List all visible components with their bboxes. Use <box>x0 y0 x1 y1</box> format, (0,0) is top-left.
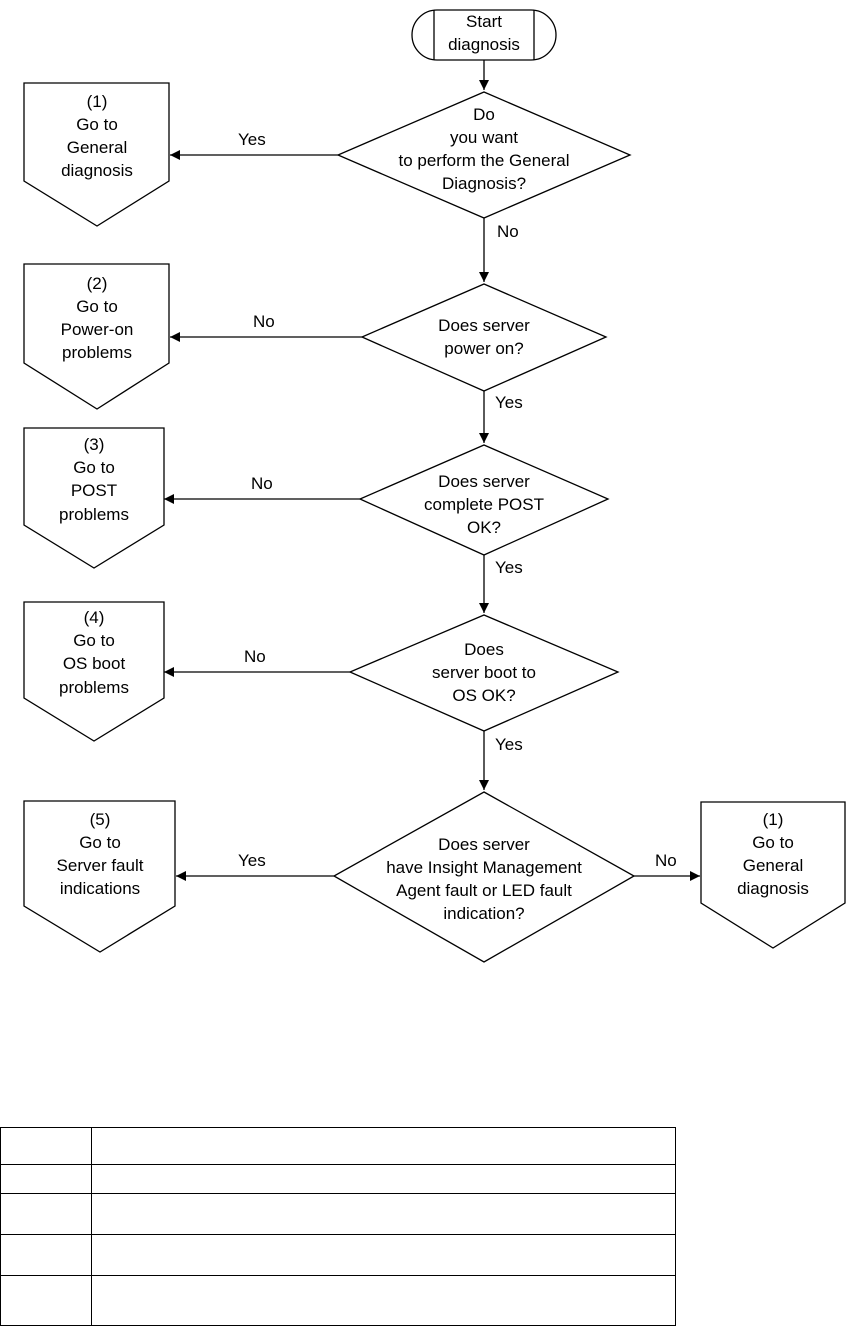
table-cell-description <box>91 1164 676 1194</box>
edge-label-d4-no: No <box>244 647 266 666</box>
decision-1-line-3: to perform the General <box>398 151 569 170</box>
decision-1-line-1: Do <box>473 105 495 124</box>
start-label-line-1: Start <box>466 12 502 31</box>
reference-3-line-2: Go to <box>73 458 115 477</box>
reference-2-line-1: (2) <box>87 274 108 293</box>
reference-6-line-3: General <box>743 856 803 875</box>
decision-perform-general-diagnosis: Do you want to perform the General Diagn… <box>336 91 632 219</box>
table-row <box>0 1234 676 1276</box>
decision-5-line-1: Does server <box>438 835 530 854</box>
table-cell-description <box>91 1193 676 1235</box>
decision-1-line-4: Diagnosis? <box>442 174 526 193</box>
reference-3-line-1: (3) <box>84 435 105 454</box>
decision-3-line-3: OK? <box>467 518 501 537</box>
reference-general-diagnosis-right: (1) Go to General diagnosis <box>700 801 846 949</box>
table-cell-item <box>0 1275 92 1326</box>
decision-5-line-2: have Insight Management <box>386 858 582 877</box>
reference-4-line-4: problems <box>59 678 129 697</box>
reference-5-line-2: Go to <box>79 833 121 852</box>
reference-general-diagnosis: (1) Go to General diagnosis <box>23 82 170 227</box>
reference-1-line-3: General <box>67 138 127 157</box>
table-cell-item <box>0 1164 92 1194</box>
decision-1-line-2: you want <box>450 128 518 147</box>
reference-6-line-4: diagnosis <box>737 879 809 898</box>
decision-4-line-1: Does <box>464 640 504 659</box>
edge-labels: Yes No No Yes No Yes No Yes Yes No <box>238 130 677 870</box>
reference-power-on-problems: (2) Go to Power-on problems <box>23 263 170 410</box>
decision-server-power-on: Does server power on? <box>360 283 608 392</box>
decision-2-line-1: Does server <box>438 316 530 335</box>
reference-4-line-2: Go to <box>73 631 115 650</box>
edge-label-d2-yes: Yes <box>495 393 523 412</box>
reference-6-line-2: Go to <box>752 833 794 852</box>
reference-2-line-4: problems <box>62 343 132 362</box>
decision-5-line-3: Agent fault or LED fault <box>396 881 572 900</box>
reference-1-line-1: (1) <box>87 92 108 111</box>
reference-post-problems: (3) Go to POST problems <box>23 427 165 569</box>
decision-4-line-2: server boot to <box>432 663 536 682</box>
reference-3-line-4: problems <box>59 505 129 524</box>
connectors <box>164 60 700 881</box>
start-terminator: Start diagnosis <box>411 9 557 61</box>
table-cell-description <box>91 1234 676 1276</box>
table-cell-item <box>0 1127 92 1165</box>
decision-3-line-1: Does server <box>438 472 530 491</box>
table-row <box>0 1275 676 1326</box>
edge-label-d1-no: No <box>497 222 519 241</box>
reference-5-line-3: Server fault <box>57 856 144 875</box>
decision-4-line-3: OS OK? <box>452 686 515 705</box>
table-cell-item <box>0 1234 92 1276</box>
flowchart: Start diagnosis Do you want to perform t… <box>23 9 846 963</box>
reference-table <box>0 1127 676 1326</box>
reference-os-boot-problems: (4) Go to OS boot problems <box>23 601 165 742</box>
reference-1-line-2: Go to <box>76 115 118 134</box>
decision-server-boot-to-os: Does server boot to OS OK? <box>348 614 620 732</box>
table-cell-description <box>91 1275 676 1326</box>
reference-6-line-1: (1) <box>763 810 784 829</box>
decision-3-line-2: complete POST <box>424 495 544 514</box>
edge-label-d3-no: No <box>251 474 273 493</box>
table-cell-item <box>0 1193 92 1235</box>
edge-label-d4-yes: Yes <box>495 735 523 754</box>
decision-5-line-4: indication? <box>443 904 524 923</box>
table-row <box>0 1127 676 1165</box>
edge-label-d2-no: No <box>253 312 275 331</box>
edge-label-d5-no: No <box>655 851 677 870</box>
reference-1-line-4: diagnosis <box>61 161 133 180</box>
edge-label-d1-yes: Yes <box>238 130 266 149</box>
table-row <box>0 1193 676 1235</box>
reference-4-line-3: OS boot <box>63 654 126 673</box>
table-cell-description <box>91 1127 676 1165</box>
start-label-line-2: diagnosis <box>448 35 520 54</box>
reference-2-line-3: Power-on <box>61 320 134 339</box>
reference-4-line-1: (4) <box>84 608 105 627</box>
reference-5-line-4: indications <box>60 879 140 898</box>
table-row <box>0 1164 676 1194</box>
reference-server-fault-indications: (5) Go to Server fault indications <box>23 800 176 953</box>
edge-label-d5-yes: Yes <box>238 851 266 870</box>
decision-server-complete-post: Does server complete POST OK? <box>358 444 610 556</box>
reference-3-line-3: POST <box>71 481 117 500</box>
decision-insight-fault-indication: Does server have Insight Management Agen… <box>332 791 636 963</box>
edge-label-d3-yes: Yes <box>495 558 523 577</box>
reference-5-line-1: (5) <box>90 810 111 829</box>
decision-2-line-2: power on? <box>444 339 523 358</box>
reference-2-line-2: Go to <box>76 297 118 316</box>
